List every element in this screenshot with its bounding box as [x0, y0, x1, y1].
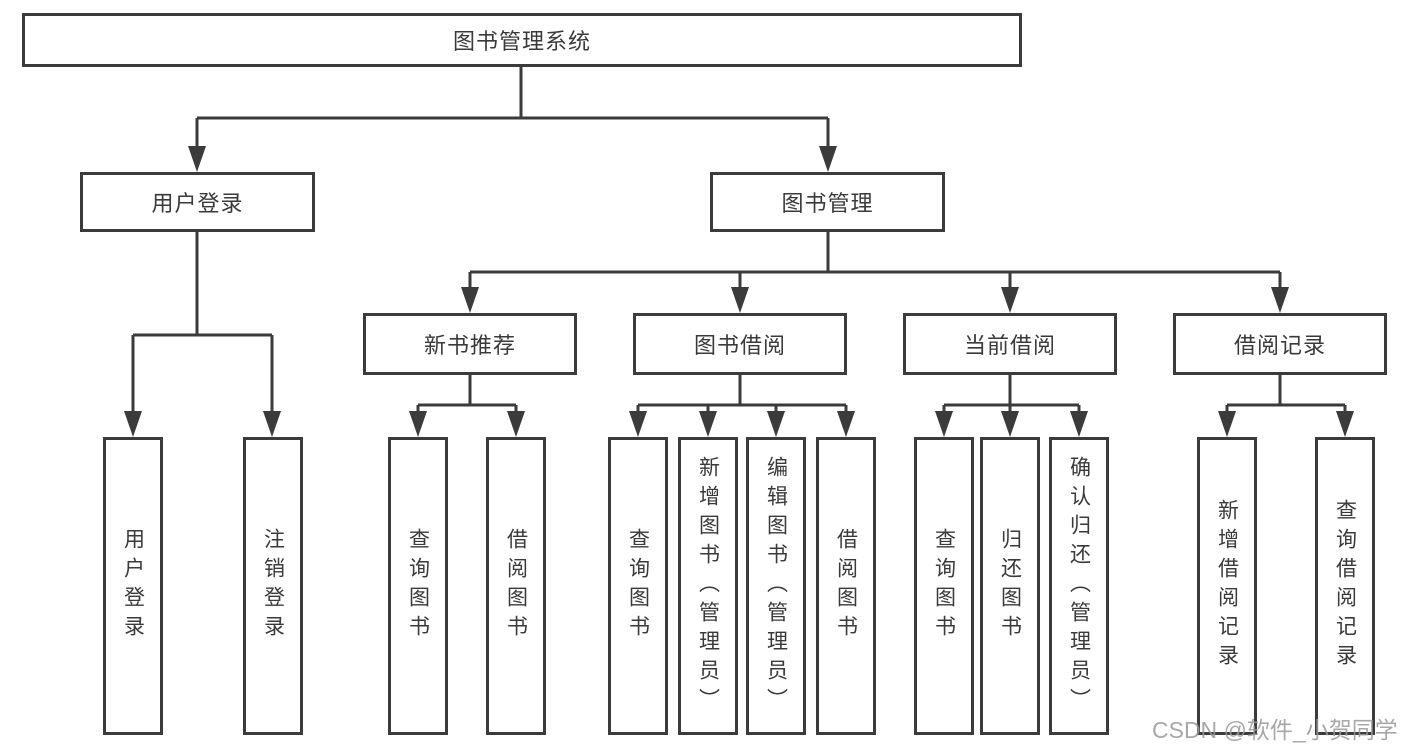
connector-root	[188, 67, 837, 172]
connector-user-login	[124, 232, 281, 437]
node-book-management-label: 图书管理	[781, 191, 874, 216]
leaf-query-books-borrowing-label: 查询图书	[626, 528, 650, 644]
node-book-borrowing-label: 图书借阅	[693, 333, 786, 358]
leaf-edit-book-admin-label: 编辑图书（管理员）	[764, 455, 788, 717]
leaf-query-borrow-record: 查询借阅记录	[1315, 437, 1375, 735]
leaf-query-books-current-label: 查询图书	[932, 528, 956, 644]
leaf-add-book-admin: 新增图书（管理员）	[678, 437, 738, 735]
node-current-borrowing-label: 当前借阅	[963, 333, 1056, 358]
leaf-logout-label: 注销登录	[261, 528, 285, 644]
connector-new-book-recommendation	[409, 375, 525, 437]
leaf-edit-book-admin: 编辑图书（管理员）	[746, 437, 806, 735]
leaf-return-books-label: 归还图书	[998, 528, 1022, 644]
node-user-login: 用户登录	[80, 172, 315, 232]
leaf-logout: 注销登录	[243, 437, 303, 735]
connector-current-borrowing	[935, 375, 1088, 437]
node-book-management: 图书管理	[710, 172, 945, 232]
leaf-borrow-books-recommend: 借阅图书	[486, 437, 546, 735]
node-user-login-label: 用户登录	[151, 191, 244, 216]
leaf-user-login: 用户登录	[103, 437, 163, 735]
leaf-borrow-books-borrowing-label: 借阅图书	[834, 528, 858, 644]
leaf-confirm-return-admin: 确认归还（管理员）	[1049, 437, 1109, 735]
node-current-borrowing: 当前借阅	[903, 313, 1117, 375]
leaf-query-books-recommend: 查询图书	[388, 437, 448, 735]
node-root-label: 图书管理系统	[452, 29, 591, 54]
node-borrowing-records: 借阅记录	[1173, 313, 1387, 375]
leaf-user-login-label: 用户登录	[121, 528, 145, 644]
leaf-query-books-borrowing: 查询图书	[608, 437, 668, 735]
node-new-book-recommendation: 新书推荐	[363, 313, 577, 375]
leaf-query-books-current: 查询图书	[914, 437, 974, 735]
connector-borrowing-records	[1218, 375, 1354, 437]
connector-book-borrowing	[629, 375, 855, 437]
watermark: CSDN @软件_小贺同学	[1152, 717, 1398, 743]
leaf-add-book-admin-label: 新增图书（管理员）	[696, 455, 720, 717]
node-book-borrowing: 图书借阅	[633, 313, 847, 375]
leaf-confirm-return-admin-label: 确认归还（管理员）	[1067, 455, 1091, 717]
leaf-return-books: 归还图书	[980, 437, 1040, 735]
connector-book-management	[461, 232, 1289, 313]
node-root: 图书管理系统	[22, 13, 1022, 67]
leaf-borrow-books-recommend-label: 借阅图书	[504, 528, 528, 644]
leaf-add-borrow-record-label: 新增借阅记录	[1215, 499, 1239, 673]
leaf-query-borrow-record-label: 查询借阅记录	[1333, 499, 1357, 673]
node-borrowing-records-label: 借阅记录	[1233, 333, 1326, 358]
leaf-borrow-books-borrowing: 借阅图书	[816, 437, 876, 735]
leaf-query-books-recommend-label: 查询图书	[406, 528, 430, 644]
node-new-book-recommendation-label: 新书推荐	[423, 333, 516, 358]
leaf-add-borrow-record: 新增借阅记录	[1197, 437, 1257, 735]
